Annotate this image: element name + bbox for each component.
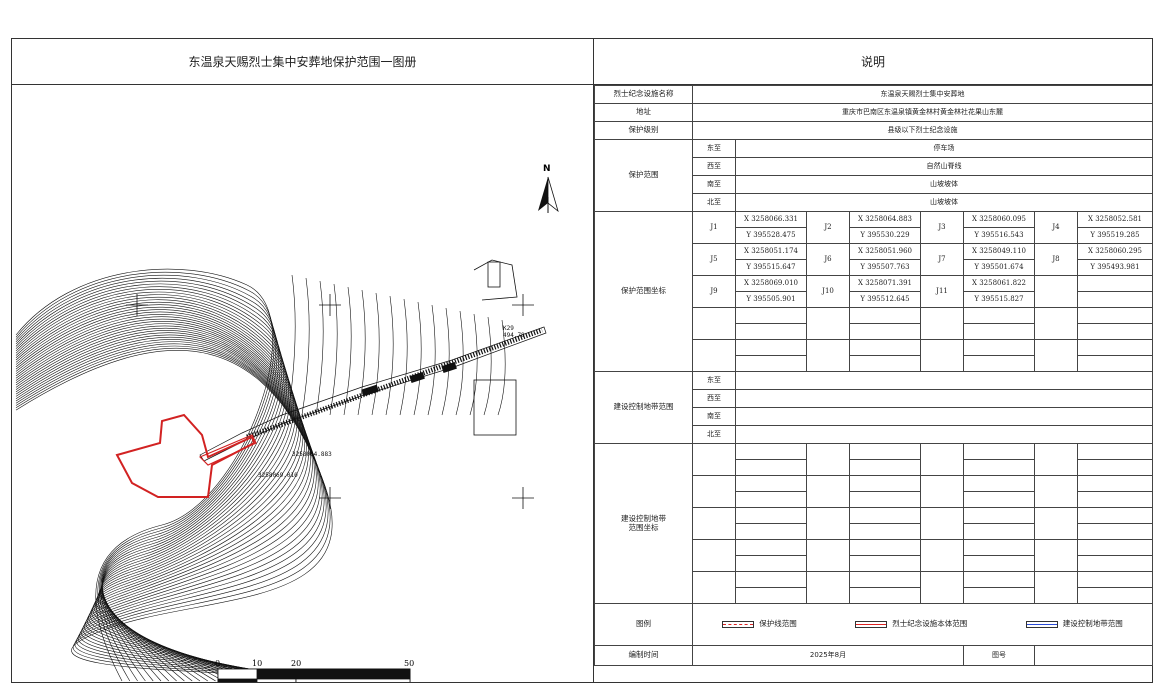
scale-label-0: 0 <box>215 659 220 668</box>
control-dir-west: 西至 <box>692 389 736 408</box>
control-label: 建设控制地带范围 <box>594 371 693 444</box>
coord-y: Y 395501.674 <box>963 259 1035 276</box>
grid-crosses <box>126 294 534 509</box>
protect-line-swatch-icon <box>722 621 755 628</box>
map-label-k29: K29 <box>503 325 514 332</box>
info-table: 烈士纪念设施名称 东温泉天赐烈士集中安葬地 地址 重庆市巴南区东温泉镇黄金林村黄… <box>594 85 1153 666</box>
description-title: 说明 <box>594 39 1152 85</box>
range-dir-east: 东至 <box>692 139 736 158</box>
control-dir-north: 北至 <box>692 425 736 444</box>
legend-item-control: 建设控制地带范围 <box>1025 619 1123 629</box>
control-value-north <box>735 425 1153 444</box>
buildings <box>473 259 518 436</box>
map-label-coord-a: 3258064.883 <box>292 451 332 458</box>
coord-x: X 3258052.581 <box>1077 211 1153 228</box>
coord-x: X 3258051.960 <box>849 243 921 260</box>
scale-label-50: 50 <box>404 659 414 668</box>
map-label-coord-b: 3258069.010 <box>258 472 298 479</box>
coord-y: Y 395505.901 <box>735 291 807 308</box>
fig-no-value <box>1034 645 1153 666</box>
date-label: 编制时间 <box>594 645 693 666</box>
date-value: 2025年8月 <box>692 645 964 666</box>
coord-id: J2 <box>806 211 850 244</box>
level-value: 县级以下烈士纪念设施 <box>692 121 1153 140</box>
legend: 保护线范围 烈士纪念设施本体范围 建设控制地带范围 <box>692 603 1153 646</box>
coord-id: J8 <box>1034 243 1078 276</box>
coord-y: Y 395515.827 <box>963 291 1035 308</box>
range-dir-north: 北至 <box>692 193 736 212</box>
address-label: 地址 <box>594 103 693 122</box>
coord-x: X 3258066.331 <box>735 211 807 228</box>
map-panel: 东温泉天赐烈士集中安葬地保护范围一图册 <box>12 39 594 690</box>
coord-id: J11 <box>920 275 964 308</box>
coord-y: Y 395528.475 <box>735 227 807 244</box>
coord-x: X 3258051.174 <box>735 243 807 260</box>
description-panel: 说明 烈士纪念设施名称 东温泉天赐烈士集中安葬地 地址 重庆市巴南区东温泉镇黄金… <box>594 39 1153 682</box>
coord-x: X 3258060.295 <box>1077 243 1153 260</box>
control-value-west <box>735 389 1153 408</box>
control-coords-label-line2: 范围坐标 <box>628 522 659 532</box>
coord-id: J7 <box>920 243 964 276</box>
range-dir-south: 南至 <box>692 175 736 194</box>
coord-x: X 3258061.822 <box>963 275 1035 292</box>
coord-x: X 3258071.391 <box>849 275 921 292</box>
control-value-south <box>735 407 1153 426</box>
coords-label: 保护范围坐标 <box>594 211 693 372</box>
control-coords-label-line1: 建设控制地带 <box>621 514 666 524</box>
scale-bar: 0 10 20 50 <box>215 659 414 690</box>
coord-x: X 3258060.095 <box>963 211 1035 228</box>
legend-item-control-label: 建设控制地带范围 <box>1062 619 1123 629</box>
coord-id: J1 <box>692 211 736 244</box>
control-dir-south: 南至 <box>692 407 736 426</box>
coord-id: J4 <box>1034 211 1078 244</box>
coord-y: Y 395516.543 <box>963 227 1035 244</box>
facility-line-swatch-icon <box>855 621 888 628</box>
coord-x: X 3258069.010 <box>735 275 807 292</box>
control-dir-east: 东至 <box>692 371 736 390</box>
fig-no-label: 图号 <box>963 645 1035 666</box>
legend-item-facility-label: 烈士纪念设施本体范围 <box>892 619 968 629</box>
range-dir-west: 西至 <box>692 157 736 176</box>
coord-y: Y 395515.647 <box>735 259 807 276</box>
control-value-east <box>735 371 1153 390</box>
legend-item-facility: 烈士纪念设施本体范围 <box>855 620 967 628</box>
map-label-elev: 494.78 <box>503 332 525 339</box>
range-value-north: 山坡坡体 <box>735 193 1153 212</box>
name-label: 烈士纪念设施名称 <box>594 85 693 104</box>
coord-y: Y 395512.645 <box>849 291 921 308</box>
legend-label: 图例 <box>594 603 693 646</box>
scale-label-10: 10 <box>252 659 262 668</box>
range-value-south: 山坡坡体 <box>735 175 1153 194</box>
coord-y: Y 395519.285 <box>1077 227 1153 244</box>
coord-id: J10 <box>806 275 850 308</box>
protection-boundary <box>115 413 256 498</box>
level-label: 保护级别 <box>594 121 693 140</box>
coord-y: Y 395530.229 <box>849 227 921 244</box>
coord-id: J5 <box>692 243 736 276</box>
legend-item-protect-label: 保护线范围 <box>759 619 797 629</box>
coord-y: Y 395493.981 <box>1077 259 1153 276</box>
coord-id: J9 <box>692 275 736 308</box>
range-value-west: 自然山脊线 <box>735 157 1153 176</box>
coord-x: X 3258049.110 <box>963 243 1035 260</box>
name-value: 东温泉天赐烈士集中安葬地 <box>692 85 1153 104</box>
map-title: 东温泉天赐烈士集中安葬地保护范围一图册 <box>12 39 593 85</box>
drawing-frame: 东温泉天赐烈士集中安葬地保护范围一图册 <box>11 38 1153 690</box>
control-line-swatch-icon <box>1025 621 1058 628</box>
range-label: 保护范围 <box>594 139 693 212</box>
coord-id: J6 <box>806 243 850 276</box>
stair-boundary <box>198 434 257 466</box>
coord-y: Y 395507.763 <box>849 259 921 276</box>
scale-label-20: 20 <box>291 659 301 668</box>
control-coords-label: 建设控制地带 范围坐标 <box>594 443 693 604</box>
coord-x: X 3258064.883 <box>849 211 921 228</box>
topographic-map: N K29 494.78 3258064.883 3258069.010 <box>12 85 593 690</box>
north-arrow-icon: N <box>538 164 559 213</box>
coord-id: J3 <box>920 211 964 244</box>
north-label: N <box>543 164 551 174</box>
range-value-east: 停车场 <box>735 139 1153 158</box>
address-value: 重庆市巴南区东温泉镇黄金林村黄金林社花果山东麓 <box>692 103 1153 122</box>
legend-item-protect: 保护线范围 <box>722 620 797 628</box>
map-canvas: N K29 494.78 3258064.883 3258069.010 <box>15 164 559 690</box>
